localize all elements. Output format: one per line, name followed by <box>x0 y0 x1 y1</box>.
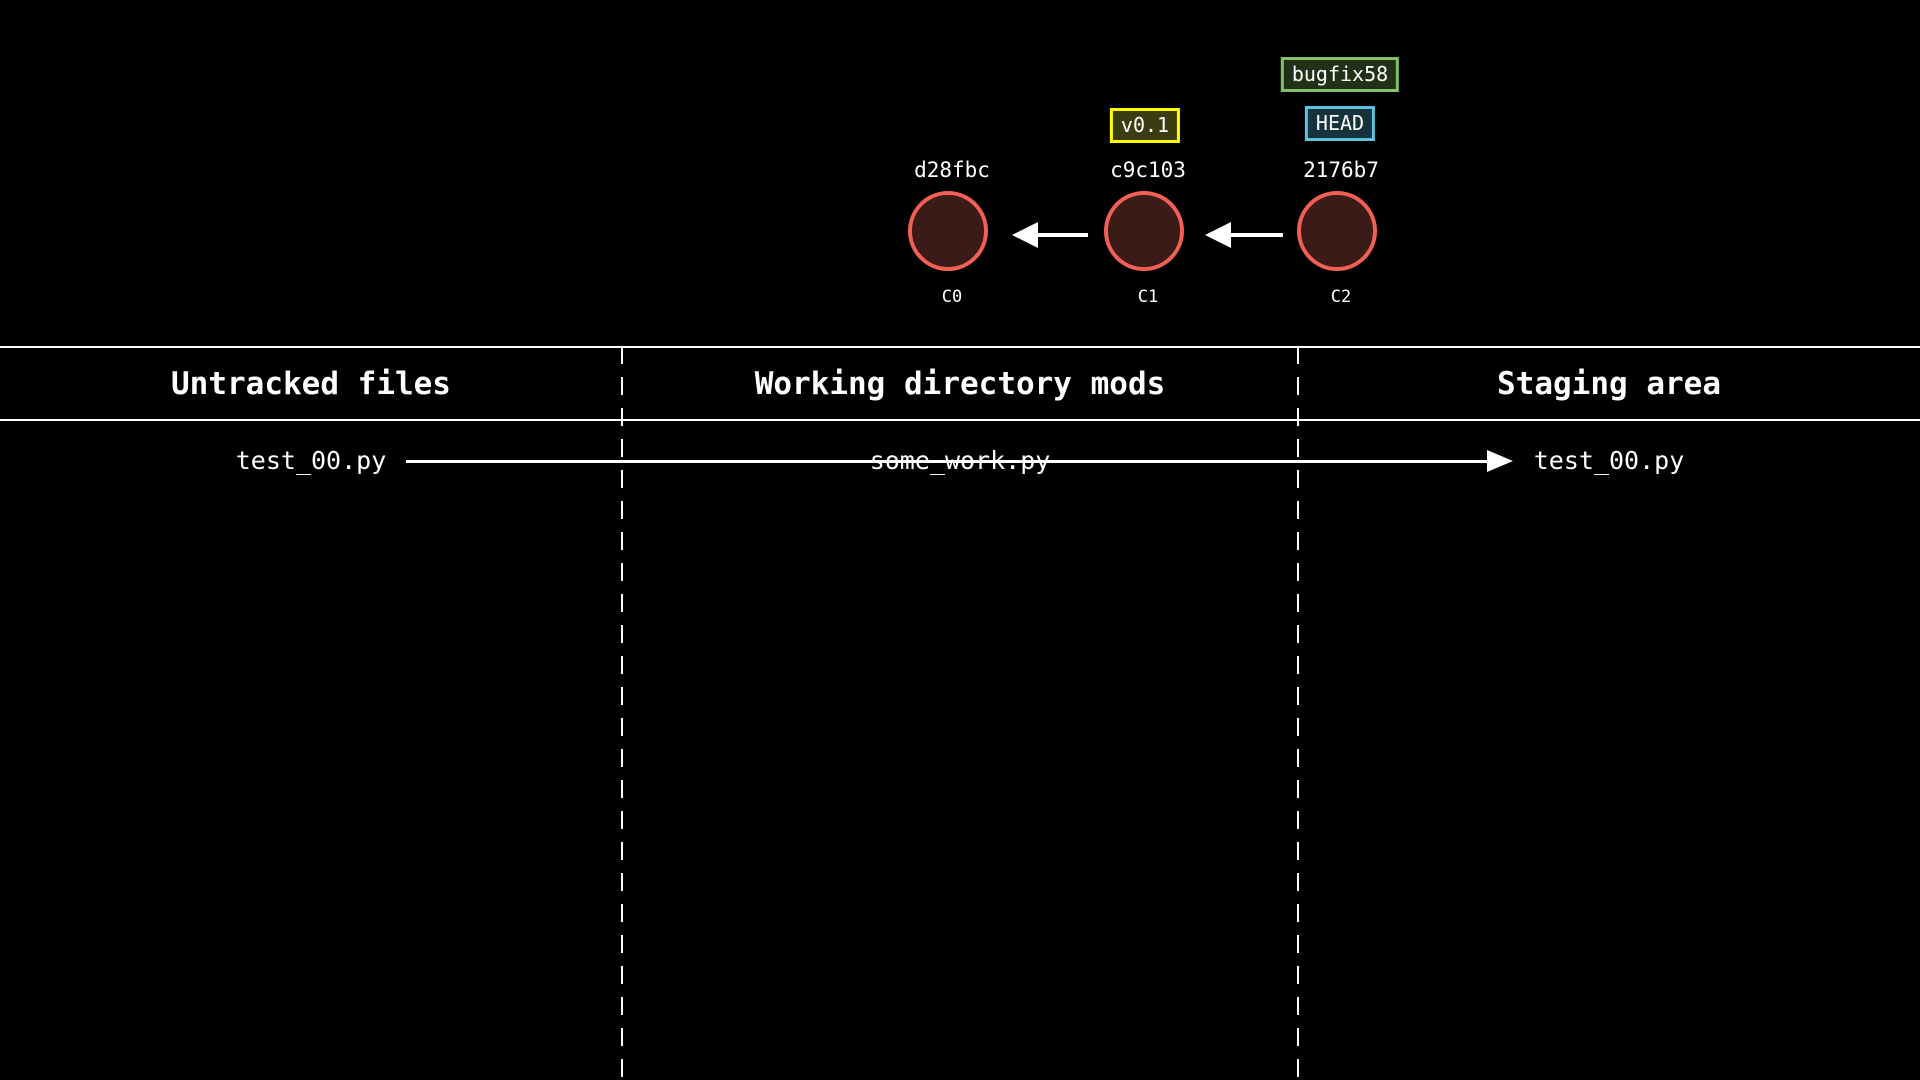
tag-badge: v0.1 <box>1109 108 1181 143</box>
commit-circle <box>1104 191 1184 271</box>
commit-label: C0 <box>941 287 963 307</box>
table-header-border <box>0 419 1920 421</box>
commit-label: C2 <box>1330 287 1352 307</box>
commit-hash: d28fbc <box>914 158 990 182</box>
commit-circle <box>908 191 988 271</box>
head-badge: HEAD <box>1304 106 1376 141</box>
column-header-working: Working directory mods <box>754 366 1166 402</box>
arrow-shaft <box>1229 233 1283 237</box>
arrow-shaft <box>1036 233 1088 237</box>
column-divider <box>621 346 623 1080</box>
arrow-shaft <box>406 460 1487 463</box>
working-mod-file-label: some_work.py <box>869 446 1051 475</box>
commit-hash: c9c103 <box>1110 158 1186 182</box>
arrow-left-icon <box>1012 222 1038 248</box>
arrow-right-icon <box>1487 450 1513 472</box>
commit-hash: 2176b7 <box>1303 158 1379 182</box>
arrow-left-icon <box>1205 222 1231 248</box>
untracked-file-label: test_00.py <box>235 446 387 475</box>
commit-circle <box>1297 191 1377 271</box>
column-divider <box>1297 346 1299 1080</box>
branch-badge: bugfix58 <box>1280 57 1400 92</box>
commit-label: C1 <box>1137 287 1159 307</box>
column-header-staging: Staging area <box>1497 366 1721 402</box>
column-header-untracked: Untracked files <box>171 366 451 402</box>
staged-file-label: test_00.py <box>1533 446 1685 475</box>
table-top-border <box>0 346 1920 348</box>
